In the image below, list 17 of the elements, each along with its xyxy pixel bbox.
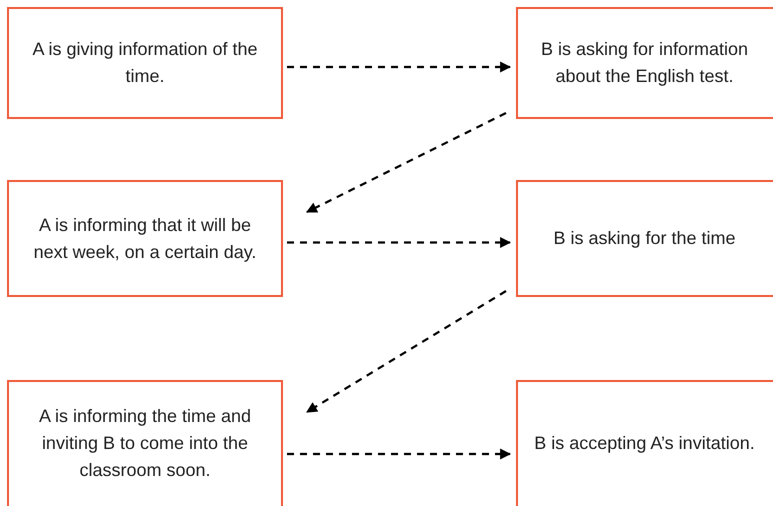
- statement-text: B is asking for information about the English test.: [540, 38, 750, 88]
- dashed-arrow: [287, 62, 512, 72]
- statement-text: A is informing the time and inviting B to come into the classroom soon.: [38, 404, 252, 482]
- statement-box: [7, 7, 283, 119]
- statement-box: [516, 380, 773, 506]
- dashed-arrow: [287, 237, 512, 248]
- statement-text: A is informing that it will be next week, on a certain day.: [32, 214, 258, 264]
- statement-box: [7, 180, 283, 297]
- statement-box: [516, 7, 773, 119]
- statement-box: [7, 380, 283, 506]
- statement-text: B is accepting A’s invitation.: [534, 432, 755, 455]
- statement-text: B is asking for the time: [553, 227, 736, 250]
- statement-box: [516, 180, 773, 297]
- dashed-arrow: [306, 290, 507, 413]
- dashed-arrow: [287, 448, 512, 460]
- dashed-arrow: [306, 112, 506, 213]
- statement-text: A is giving information of the time.: [31, 38, 259, 88]
